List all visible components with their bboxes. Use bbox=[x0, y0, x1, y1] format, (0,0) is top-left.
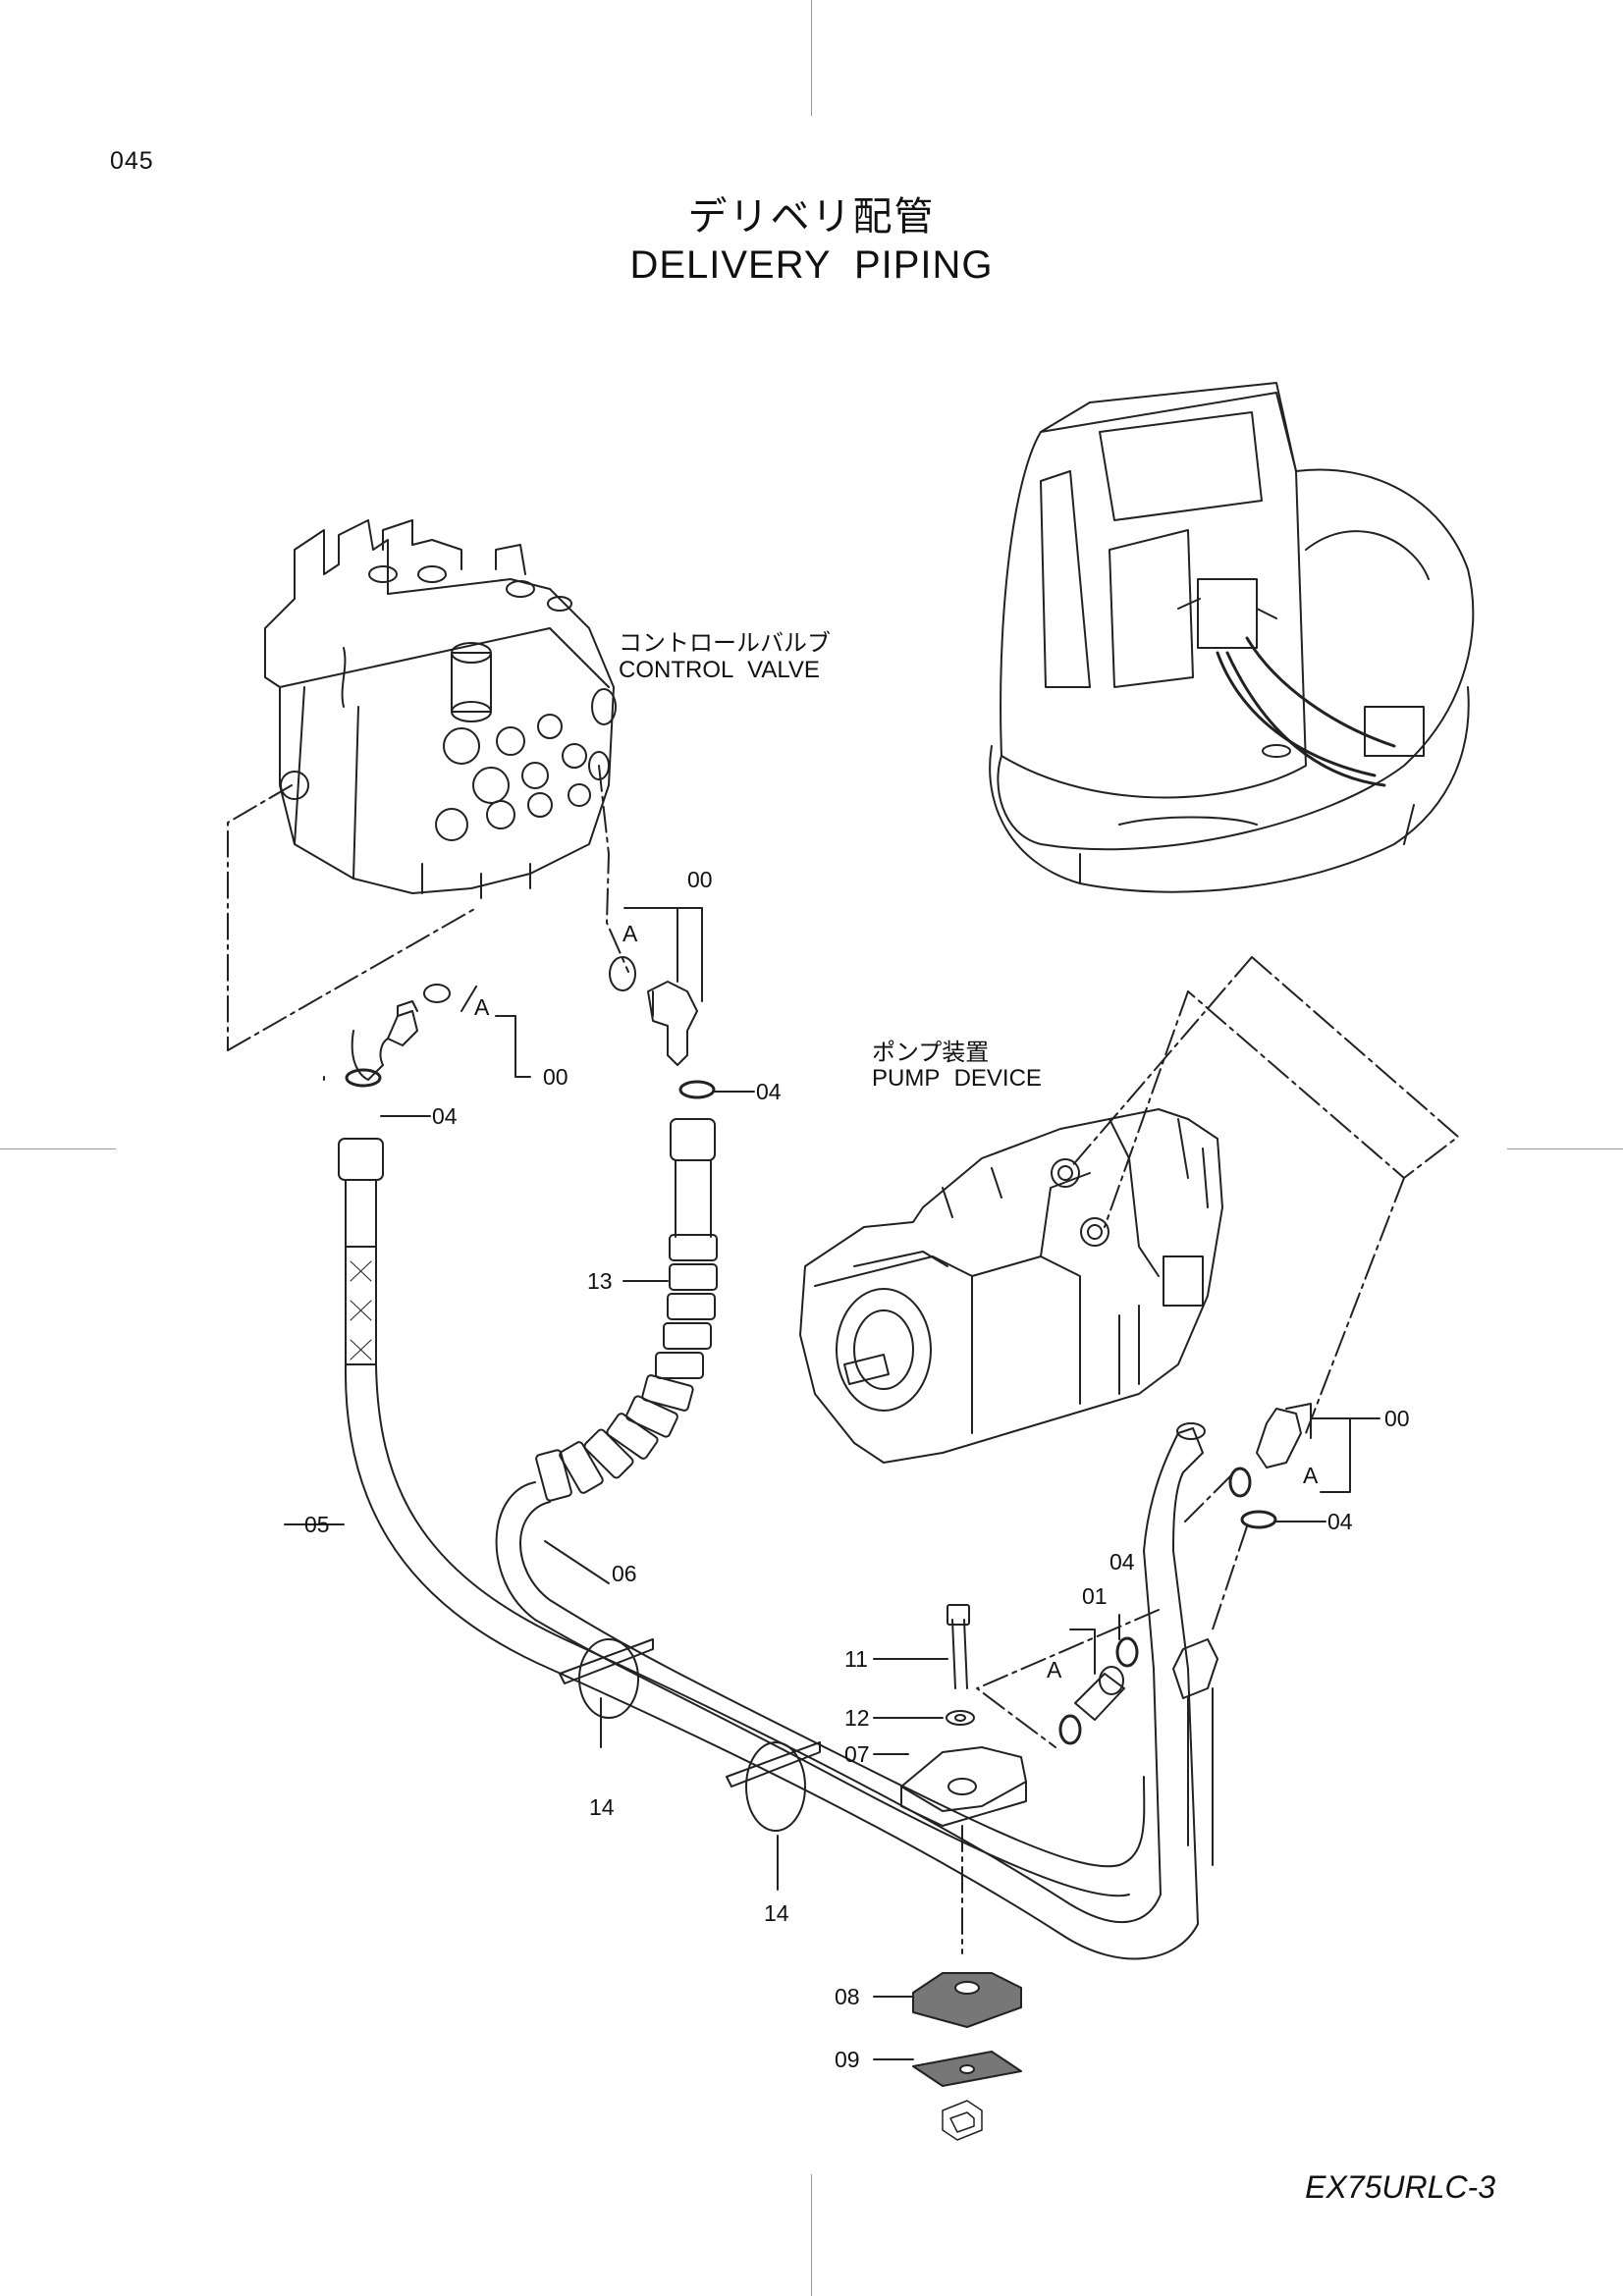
crop-mark-top bbox=[811, 0, 812, 116]
bracket-assembly bbox=[900, 1604, 1027, 2087]
callout-11: 11 bbox=[844, 1646, 868, 1672]
pump-device-label-jp: ポンプ装置 bbox=[872, 1039, 990, 1066]
callout-01: 01 bbox=[1082, 1583, 1108, 1609]
callout-00-top: 00 bbox=[687, 867, 713, 892]
callout-14-b: 14 bbox=[764, 1900, 789, 1926]
control-valve-label-en: CONTROL VALVE bbox=[619, 657, 820, 683]
page-title-en: DELIVERY PIPING bbox=[629, 243, 994, 287]
callout-14-a: 14 bbox=[589, 1794, 615, 1820]
control-valve-drawing bbox=[264, 519, 617, 899]
page-number: 045 bbox=[110, 147, 154, 175]
callout-a-left: A bbox=[474, 994, 490, 1020]
callout-08: 08 bbox=[835, 1984, 860, 2009]
hose-clamp-lower bbox=[726, 1741, 821, 1832]
hose-clamp-upper bbox=[559, 1638, 654, 1719]
hose-06 bbox=[495, 1118, 1146, 1897]
adapter-fitting-01 bbox=[1074, 1666, 1125, 1721]
callout-07: 07 bbox=[844, 1741, 870, 1767]
elbow-fitting-mid bbox=[609, 956, 698, 1066]
crop-mark-left bbox=[0, 1148, 116, 1149]
callout-04-left: 04 bbox=[432, 1103, 458, 1129]
callout-04-mid: 04 bbox=[756, 1079, 782, 1104]
callout-00-right: 00 bbox=[1384, 1406, 1410, 1431]
callout-a-top: A bbox=[622, 921, 638, 946]
callout-12: 12 bbox=[844, 1705, 870, 1731]
callout-05: 05 bbox=[304, 1512, 330, 1537]
excavator-overview-drawing bbox=[989, 382, 1475, 893]
control-valve-label-jp: コントロールバルブ bbox=[619, 629, 831, 657]
page-title-jp: デリベリ配管 bbox=[687, 194, 936, 240]
elbow-fitting-right bbox=[1256, 1403, 1312, 1468]
callout-a-lower: A bbox=[1047, 1657, 1062, 1682]
model-code: EX75URLC-3 bbox=[1305, 2169, 1495, 2205]
elbow-fitting-left bbox=[351, 984, 451, 1081]
callout-a-right: A bbox=[1303, 1463, 1319, 1488]
hose-05 bbox=[338, 1138, 1199, 1960]
callout-00-left: 00 bbox=[543, 1064, 568, 1090]
callout-06: 06 bbox=[612, 1561, 637, 1586]
crop-mark-right bbox=[1507, 1148, 1623, 1149]
callout-04-right: 04 bbox=[1327, 1509, 1353, 1534]
pump-device-label-en: PUMP DEVICE bbox=[872, 1065, 1042, 1092]
callout-13: 13 bbox=[587, 1268, 613, 1294]
crop-mark-bottom bbox=[811, 2174, 812, 2296]
callout-09: 09 bbox=[835, 2047, 860, 2072]
callout-04-lower: 04 bbox=[1109, 1549, 1135, 1575]
pump-device-drawing bbox=[799, 1108, 1223, 1464]
clamp-bracket-icon bbox=[942, 2100, 983, 2141]
